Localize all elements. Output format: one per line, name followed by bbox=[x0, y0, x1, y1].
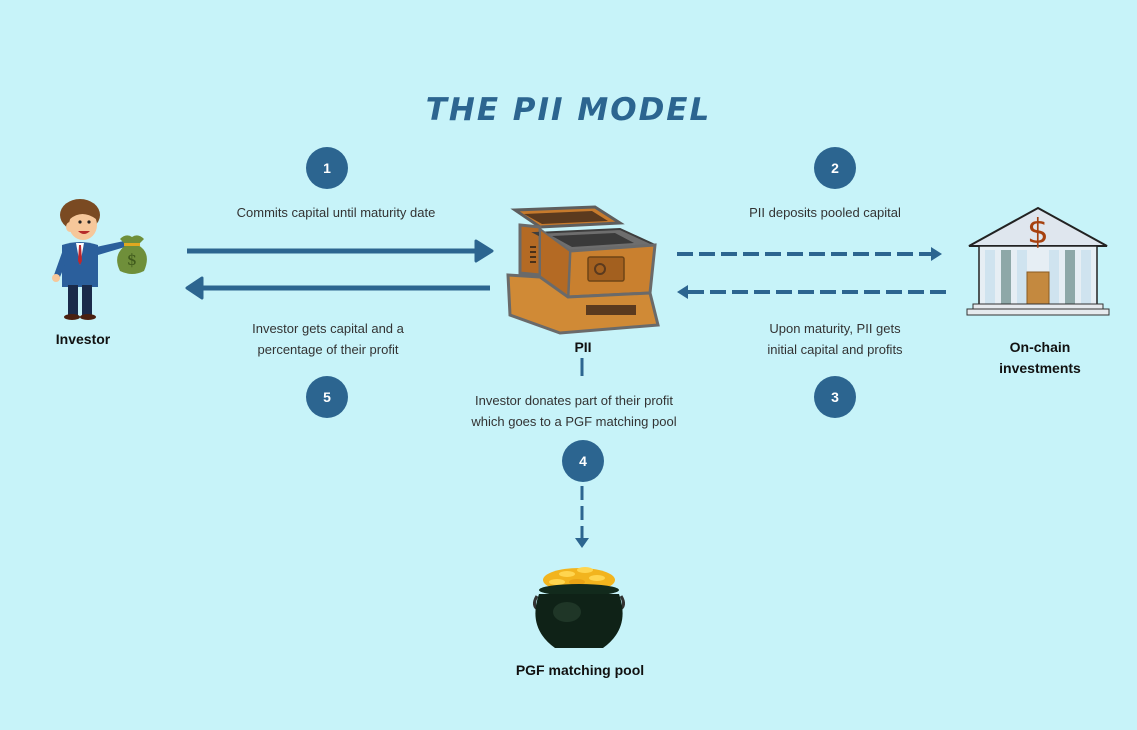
investor-label: Investor bbox=[55, 331, 111, 347]
caption-line: Upon maturity, PII gets bbox=[769, 321, 901, 336]
onchain-label: On-chain investments bbox=[960, 337, 1120, 379]
caption-line: which goes to a PGF matching pool bbox=[471, 414, 677, 429]
onchain-label-line: On-chain bbox=[1009, 339, 1071, 355]
machine-box-icon bbox=[506, 205, 660, 335]
onchain-node: $ bbox=[965, 200, 1111, 318]
caption-line: Commits capital until maturity date bbox=[236, 205, 436, 220]
pool-node bbox=[527, 558, 633, 656]
caption-line: Investor donates part of their profit bbox=[475, 393, 673, 408]
step-4-caption: Investor donates part of their profit wh… bbox=[424, 390, 724, 432]
step-badge-1: 1 bbox=[306, 147, 348, 189]
step-3-caption: Upon maturity, PII gets initial capital … bbox=[705, 318, 965, 360]
svg-text:$: $ bbox=[1027, 212, 1049, 252]
step-2-caption: PII deposits pooled capital bbox=[675, 202, 975, 223]
svg-text:$: $ bbox=[127, 250, 137, 269]
bank-building-icon: $ bbox=[966, 206, 1110, 316]
arrow-step-2 bbox=[677, 247, 942, 261]
arrow-step-4 bbox=[575, 486, 589, 548]
investor-with-money-bag-icon: $ bbox=[52, 199, 147, 320]
onchain-label-line: investments bbox=[999, 360, 1081, 376]
pot-of-gold-icon bbox=[532, 567, 626, 648]
step-badge-2: 2 bbox=[814, 147, 856, 189]
caption-line: percentage of their profit bbox=[257, 342, 399, 357]
caption-line: Investor gets capital and a bbox=[252, 321, 404, 336]
step-1-caption: Commits capital until maturity date bbox=[176, 202, 496, 223]
caption-line: initial capital and profits bbox=[767, 342, 903, 357]
step-badge-4: 4 bbox=[562, 440, 604, 482]
pii-label: PII bbox=[574, 339, 592, 355]
step-badge-5: 5 bbox=[306, 376, 348, 418]
step-badge-3: 3 bbox=[814, 376, 856, 418]
step-5-caption: Investor gets capital and a percentage o… bbox=[198, 318, 458, 360]
arrow-step-3 bbox=[677, 285, 950, 299]
pii-node bbox=[500, 205, 665, 335]
arrow-step-5 bbox=[185, 276, 490, 300]
diagram-title: THE PII MODEL bbox=[425, 92, 712, 128]
arrow-step-1 bbox=[187, 239, 494, 263]
caption-line: PII deposits pooled capital bbox=[749, 205, 901, 220]
pool-label: PGF matching pool bbox=[515, 662, 645, 678]
investor-node: $ bbox=[40, 195, 160, 325]
